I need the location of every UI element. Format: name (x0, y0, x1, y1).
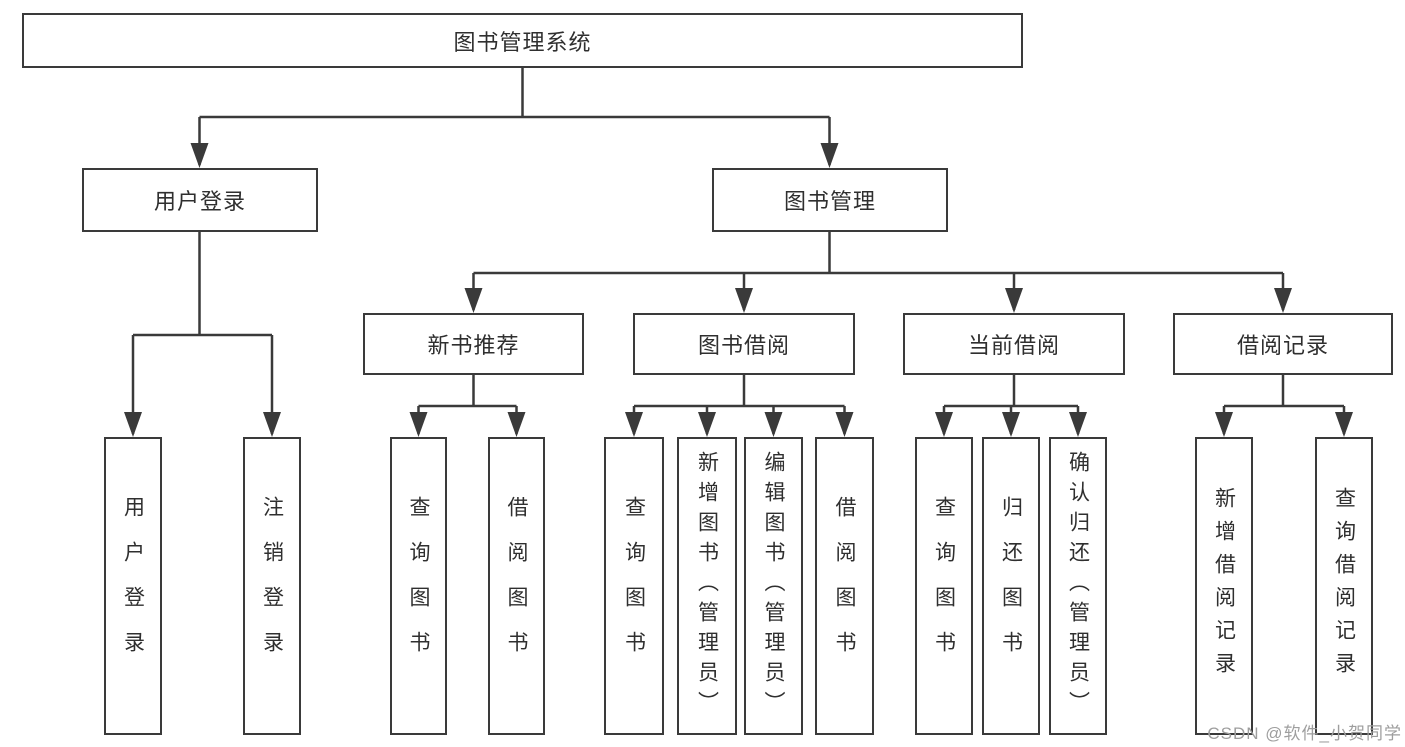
leaf-current-query-books: 查询图书 (915, 437, 973, 735)
leaf-logout: 注销登录 (243, 437, 301, 735)
node-current-borrowing: 当前借阅 (903, 313, 1125, 375)
node-label: 查询图书 (622, 496, 646, 676)
node-label: 编辑图书（管理员） (762, 451, 785, 721)
node-new-book-recommendation: 新书推荐 (363, 313, 584, 375)
leaf-borrowing-borrow-books: 借阅图书 (815, 437, 874, 735)
leaf-records-add-record: 新增借阅记录 (1195, 437, 1253, 735)
leaf-current-confirm-return-admin: 确认归还（管理员） (1049, 437, 1107, 735)
node-label: 查询借阅记录 (1332, 487, 1356, 685)
leaf-records-query-record: 查询借阅记录 (1315, 437, 1373, 735)
node-label: 新增图书（管理员） (695, 451, 719, 721)
node-label: 新书推荐 (427, 333, 520, 358)
node-label: 借阅图书 (833, 496, 856, 676)
leaf-recommend-borrow-books: 借阅图书 (488, 437, 545, 735)
node-label: 新增借阅记录 (1212, 487, 1236, 685)
leaf-user-login: 用户登录 (104, 437, 162, 735)
leaf-borrowing-query-books: 查询图书 (604, 437, 664, 735)
node-label: 图书管理 (783, 189, 876, 214)
node-label: 图书借阅 (697, 333, 790, 358)
node-label: 查询图书 (932, 496, 956, 676)
node-label: 借阅记录 (1236, 333, 1329, 358)
node-label: 归还图书 (999, 496, 1023, 676)
watermark: CSDN @软件_小贺同学 (1207, 724, 1402, 743)
node-book-borrowing: 图书借阅 (633, 313, 855, 375)
node-book-management: 图书管理 (712, 168, 948, 232)
node-label: 图书管理系统 (453, 29, 592, 55)
node-label: 查询图书 (407, 496, 430, 676)
connector-lines (131, 68, 1346, 434)
node-label: 确认归还（管理员） (1066, 451, 1090, 721)
node-label: 当前借阅 (967, 333, 1060, 358)
node-label: 用户登录 (153, 189, 246, 214)
leaf-recommend-query-books: 查询图书 (390, 437, 447, 735)
leaf-borrowing-edit-books-admin: 编辑图书（管理员） (744, 437, 803, 735)
node-library-management-system: 图书管理系统 (22, 13, 1023, 68)
leaf-current-return-books: 归还图书 (982, 437, 1040, 735)
node-borrowing-records: 借阅记录 (1173, 313, 1393, 375)
node-label: 用户登录 (121, 496, 145, 676)
node-user-login: 用户登录 (82, 168, 318, 232)
node-label: 借阅图书 (505, 496, 528, 676)
node-label: 注销登录 (260, 496, 284, 676)
leaf-borrowing-add-books-admin: 新增图书（管理员） (677, 437, 737, 735)
arrowheads (124, 143, 1353, 437)
